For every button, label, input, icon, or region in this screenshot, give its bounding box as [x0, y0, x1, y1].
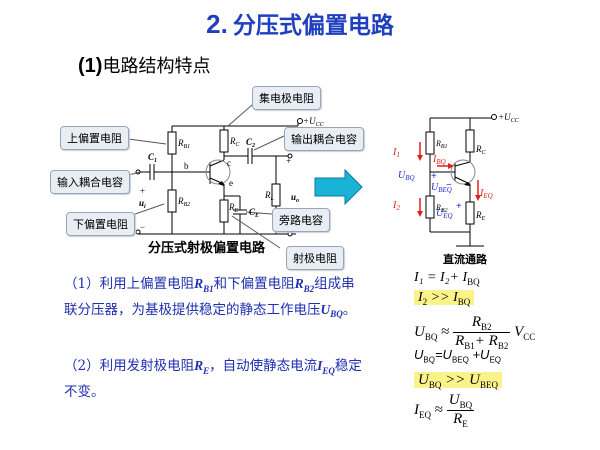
equation-current-sum: I₁ = I₂+ IBQ: [414, 270, 480, 287]
equation-ubq-sum: UBQ=UBEQ +UEQ: [414, 347, 501, 365]
svg-text:C1: C1: [148, 152, 157, 164]
svg-text:RL: RL: [264, 190, 275, 202]
svg-text:IBQ: IBQ: [432, 154, 446, 166]
svg-text:+: +: [431, 171, 437, 182]
svg-text:+UCC: +UCC: [303, 116, 325, 128]
svg-text:e: e: [229, 178, 233, 188]
svg-text:IEQ: IEQ: [479, 188, 493, 200]
callout-collector-res: 集电极电阻: [252, 86, 321, 110]
callout-input-cap: 输入耦合电容: [50, 170, 130, 194]
svg-text:c: c: [227, 158, 231, 168]
dc-path-circuit: [425, 114, 497, 247]
svg-text:RB2: RB2: [435, 203, 448, 214]
svg-text:CE: CE: [249, 207, 259, 219]
title-number: 2.: [206, 9, 228, 39]
svg-text:UEQ: UEQ: [436, 208, 453, 220]
callout-lower-bias: 下偏置电阻: [66, 212, 135, 236]
subtitle-text: 电路结构特点: [102, 56, 211, 77]
svg-text:I1: I1: [392, 147, 400, 159]
svg-text:+: +: [286, 156, 291, 166]
re-resistor: [219, 199, 229, 223]
arrow-icon: [314, 168, 363, 206]
svg-text:RB2: RB2: [177, 196, 190, 208]
equation-ubq-gg-ubeq: UBQ >> UBEQ: [414, 372, 502, 390]
equation-ubq-divider: UBQ ≈ RB2 RB1+ RB2 VCC: [414, 314, 536, 351]
svg-text:uo: uo: [291, 192, 299, 204]
rl-resistor: [271, 183, 281, 207]
equation-ieq: IEQ ≈ UBQ RE: [414, 392, 475, 429]
title-text: 分压式偏置电路: [232, 13, 394, 39]
svg-text:+: +: [456, 201, 462, 212]
slide-title: 2. 分压式偏置电路: [0, 6, 600, 46]
callout-emitter-res: 射极电阻: [286, 246, 344, 270]
paragraph-1: （1）利用上偏置电阻RB1和下偏置电阻RB2组成串联分压器，为基极提供稳定的静态…: [64, 276, 357, 320]
svg-text:I2: I2: [392, 200, 400, 212]
svg-text:RE: RE: [475, 210, 486, 222]
rb1-resistor: [167, 131, 177, 155]
svg-text:UBQ: UBQ: [398, 170, 415, 182]
callout-bypass-cap: 旁路电容: [272, 208, 330, 232]
callout-upper-bias: 上偏置电阻: [60, 126, 129, 150]
svg-text:−: −: [140, 222, 145, 232]
svg-text:+UCC: +UCC: [498, 112, 520, 124]
circuit-caption: 分压式射极偏置电路: [148, 240, 266, 256]
svg-text:+: +: [140, 186, 145, 196]
rb2-resistor: [167, 189, 177, 213]
svg-text:UBEQ: UBEQ: [431, 182, 452, 194]
svg-text:b: b: [184, 161, 189, 171]
rc-resistor: [219, 129, 229, 153]
svg-text:RB1: RB1: [435, 139, 448, 150]
subtitle: (1)电路结构特点: [78, 52, 210, 78]
subtitle-number: (1): [78, 55, 103, 77]
svg-text:RE: RE: [228, 202, 239, 214]
svg-text:C2: C2: [246, 137, 255, 149]
svg-text:RC: RC: [475, 144, 487, 156]
paragraph-2: （2）利用发射极电阻RE，自动使静态电流IEQ稳定不变。: [64, 358, 362, 400]
svg-text:RB1: RB1: [177, 138, 190, 150]
svg-text:ui: ui: [139, 198, 146, 210]
callout-output-cap: 输出耦合电容: [284, 127, 364, 151]
dc-path-caption: 直流通路: [443, 252, 488, 266]
equation-i2-gg-ibq: I2 >> IBQ: [414, 290, 475, 307]
svg-text:−: −: [446, 180, 452, 191]
svg-text:RC: RC: [229, 136, 241, 148]
